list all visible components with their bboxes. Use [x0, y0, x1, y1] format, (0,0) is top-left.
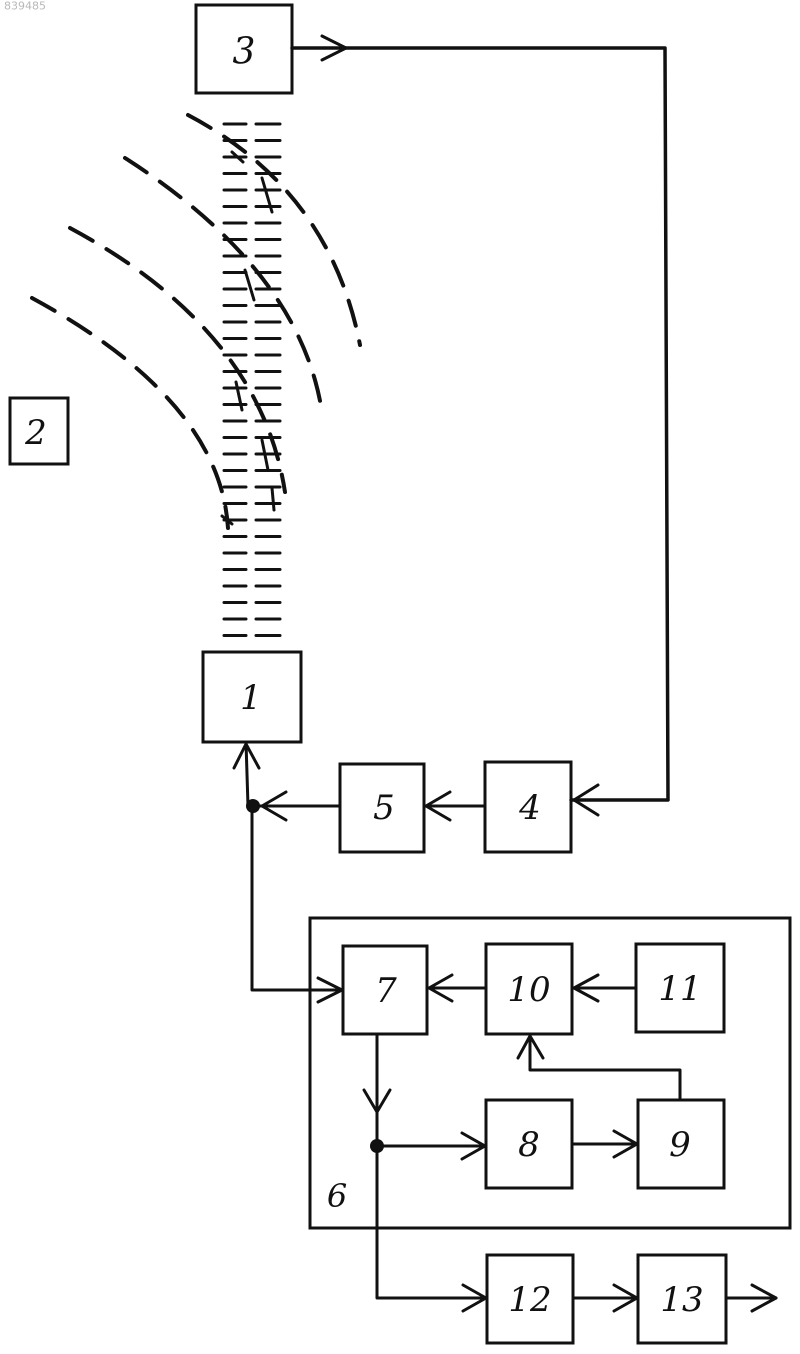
block-13: 13 — [638, 1255, 726, 1343]
block-12: 12 — [487, 1255, 573, 1343]
svg-text:2: 2 — [24, 413, 47, 453]
corner-stamp: 839485 — [4, 0, 46, 13]
svg-text:7: 7 — [375, 971, 397, 1011]
svg-text:3: 3 — [233, 32, 256, 73]
wavefront-1 — [188, 115, 360, 345]
svg-text:12: 12 — [508, 1280, 551, 1320]
wire-junction-to-12 — [377, 1146, 487, 1298]
svg-text:10: 10 — [507, 970, 550, 1010]
wire-3-to-4 — [292, 48, 668, 800]
svg-text:8: 8 — [518, 1125, 540, 1165]
svg-text:4: 4 — [518, 788, 541, 828]
wave-field — [32, 115, 360, 636]
wire-junction-to-1 — [246, 742, 248, 806]
svg-text:9: 9 — [669, 1125, 691, 1165]
svg-text:5: 5 — [373, 788, 395, 828]
svg-text:6: 6 — [327, 1177, 347, 1215]
block-1: 1 — [203, 652, 301, 742]
block-8: 8 — [486, 1100, 572, 1188]
block-10: 10 — [486, 944, 572, 1034]
svg-text:1: 1 — [240, 678, 262, 718]
block-2: 2 — [10, 398, 68, 464]
block-3: 3 — [196, 5, 292, 93]
block-5: 5 — [340, 764, 424, 852]
svg-text:11: 11 — [658, 969, 701, 1009]
svg-text:13: 13 — [660, 1280, 703, 1320]
block-9: 9 — [638, 1100, 724, 1188]
beam-dashes — [224, 124, 280, 636]
block-4: 4 — [485, 762, 571, 852]
block-11: 11 — [636, 944, 724, 1032]
wire-junction-to-7 — [252, 806, 343, 990]
block-7: 7 — [343, 946, 427, 1034]
wire-9-to-10 — [530, 1034, 680, 1100]
